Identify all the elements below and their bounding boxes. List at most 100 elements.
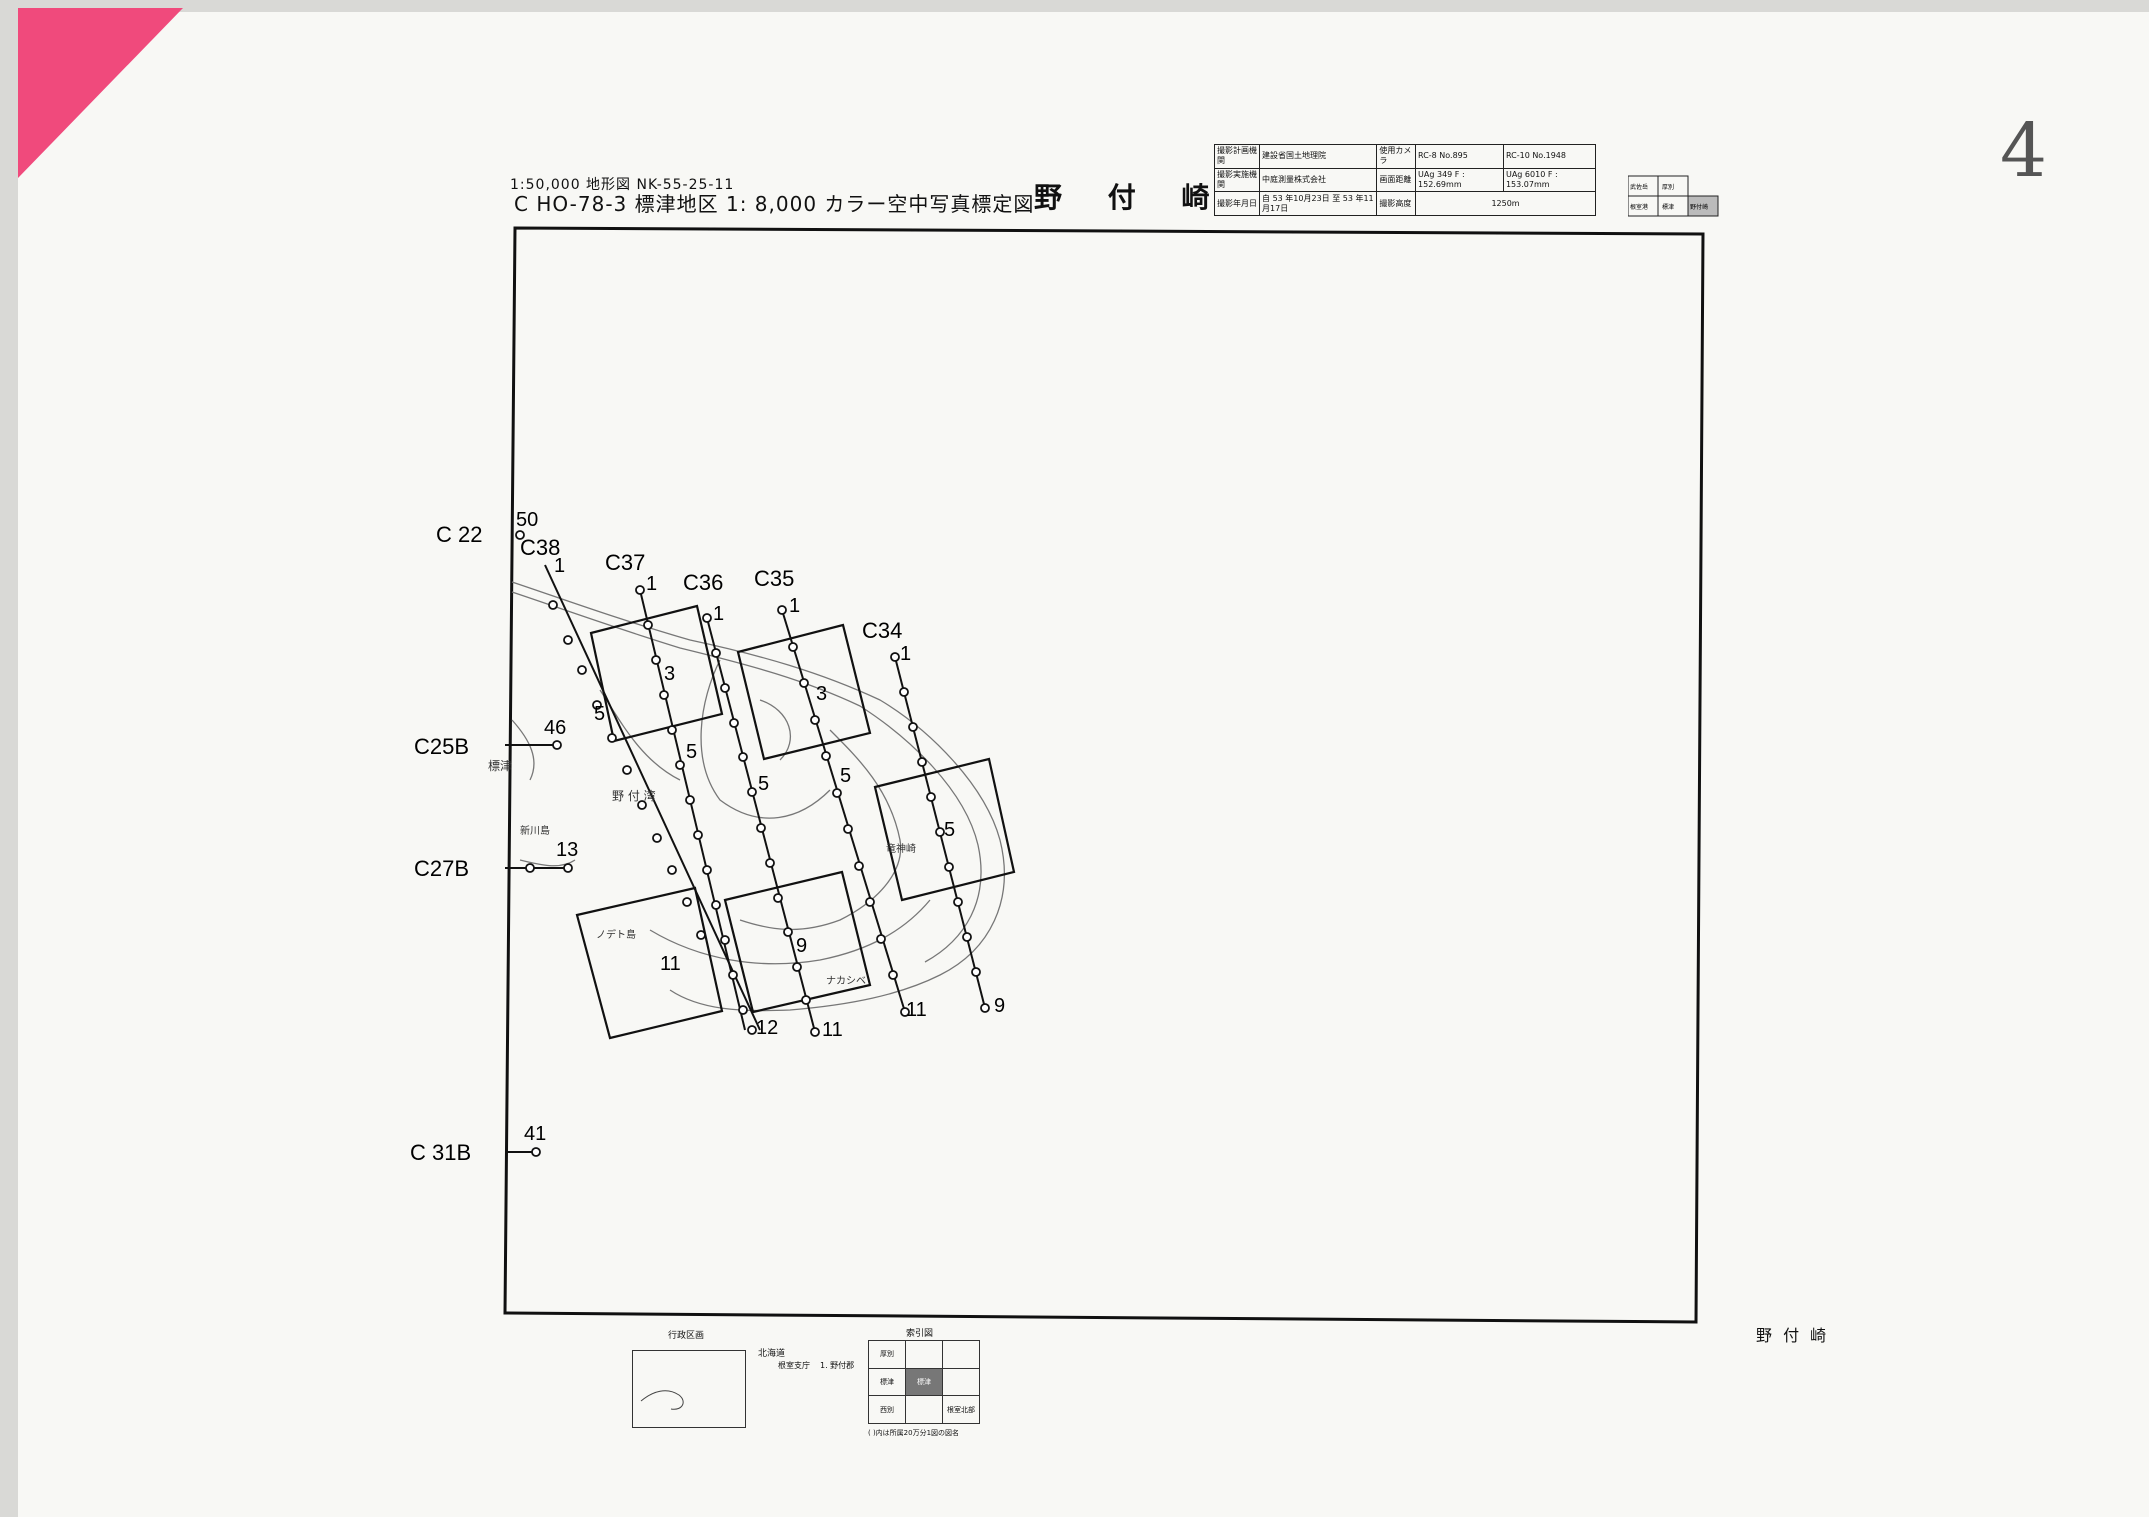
index-title: 索引図 [906, 1329, 934, 1339]
bottom-sheet-name: 野 付 崎 [1756, 1326, 1830, 1345]
course-label-c22: C 22 [436, 522, 482, 547]
top-index-label: 標津 [1662, 203, 1674, 211]
box-numbers: 3 3 5 9 [664, 663, 955, 957]
strip-start-numbers: 1 1 1 1 1 [554, 555, 911, 665]
cell-focal-1: UAg 349 F : 152.69mm [1415, 167, 1504, 193]
survey-title: C HO-78-3 標津地区 1: 8,000 カラー空中写真標定図 [514, 192, 1035, 216]
top-index-label: 武佐岳 [1630, 183, 1648, 191]
admin-map [632, 1350, 746, 1428]
cell-camera-2: RC-10 No.1948 [1502, 144, 1597, 169]
photo-box [873, 757, 1016, 902]
photo-number: 46 [544, 717, 566, 739]
strip-name-c38: C38 [520, 535, 560, 560]
mid-numbers: 5 5 5 5 [594, 703, 851, 795]
cell-date: 撮影年月日 [1213, 191, 1261, 216]
admin-title: 行政区画 [668, 1331, 705, 1341]
photo-number: 5 [840, 765, 851, 787]
place-name: 竜神崎 [886, 842, 916, 855]
photo-number: 11 [906, 999, 927, 1021]
exposure-points [515, 530, 990, 1157]
strip-line-c35 [781, 609, 906, 1013]
photo-number: 50 [516, 509, 538, 531]
index-cell: 根室北部 [942, 1395, 980, 1424]
photo-box [736, 623, 872, 761]
map-sheet [18, 12, 2149, 1517]
course-labels: C 22 C25B C27B C 31B [410, 522, 482, 1165]
top-index-diagram: 武佐岳 厚別 根室港 標津 野付崎 [1628, 175, 1719, 217]
map-title: 野 付 崎 [1034, 181, 1228, 214]
index-cell [905, 1340, 943, 1369]
top-index-label: 野付崎 [1690, 203, 1708, 211]
strip-names: C38 C37 C36 C35 C34 [520, 535, 902, 643]
photo-number: 1 [789, 595, 800, 617]
cell-date-value: 自 53 年10月23日 至 53 年11月17日 [1259, 191, 1378, 216]
index-grid: 厚別 標津標津 西別 根室北部 [868, 1340, 980, 1424]
photo-number: 11 [660, 953, 681, 975]
top-index-label: 厚別 [1662, 183, 1674, 191]
photo-number: 1 [554, 555, 565, 577]
course-label-c25b: C25B [414, 734, 469, 759]
strip-name-c34: C34 [862, 618, 902, 643]
photo-number: 12 [756, 1017, 778, 1039]
short-course-numbers: 50 46 13 41 [516, 509, 578, 1145]
handwritten-sheet-number: 4 [2000, 108, 2048, 194]
coastline [511, 581, 1005, 1012]
photo-box [723, 870, 872, 1014]
photo-footprints [575, 604, 1016, 1040]
place-names: 標津 野 付 湾 竜神崎 ノデト島 ナカシベ 新川島 [488, 759, 916, 987]
place-name: 新川島 [520, 824, 550, 837]
course-label-c31b: C 31B [410, 1140, 471, 1165]
photo-number: 3 [816, 683, 827, 705]
photo-number: 3 [664, 663, 675, 685]
photo-number: 9 [796, 935, 807, 957]
place-name: 野 付 湾 [612, 788, 656, 803]
admin-note: 北海道 [758, 1349, 786, 1359]
index-cell-current: 標津 [905, 1367, 943, 1397]
photo-number: 5 [594, 703, 605, 725]
cell-exec-org: 撮影実施機関 [1213, 167, 1261, 193]
survey-info-table: 撮影計画機関 建設省国土地理院 使用カメラ RC-8 No.895 RC-10 … [1213, 144, 1597, 216]
photo-number: 11 [822, 1019, 843, 1041]
index-footnote: ( )内は所属20万分1図の図名 [868, 1429, 960, 1437]
photo-box [575, 886, 724, 1040]
index-cell [905, 1395, 943, 1424]
photo-number: 13 [556, 839, 578, 861]
photo-number: 41 [524, 1123, 546, 1145]
photo-number: 1 [646, 573, 657, 595]
admin-note: 1. 野付郡 [820, 1361, 855, 1370]
place-name: ノデト島 [596, 928, 636, 941]
cell-altitude-value: 1250m [1415, 191, 1596, 216]
photo-box [589, 604, 724, 743]
cell-camera-1: RC-8 No.895 [1415, 144, 1504, 169]
index-cell: 西別 [868, 1395, 906, 1424]
photo-number: 5 [944, 819, 955, 841]
cell-plan-org: 撮影計画機関 [1213, 144, 1261, 169]
top-index-label: 根室港 [1630, 203, 1648, 211]
photo-number: 5 [686, 741, 697, 763]
strip-name-c37: C37 [605, 550, 645, 575]
photo-number: 9 [994, 995, 1005, 1017]
index-cell: 厚別 [868, 1340, 906, 1369]
cell-plan-org-value: 建設省国土地理院 [1259, 144, 1378, 169]
strip-name-c35: C35 [754, 566, 794, 591]
place-name: 標津 [488, 759, 512, 773]
cell-focal-2: UAg 6010 F : 153.07mm [1502, 167, 1597, 193]
photo-number: 5 [758, 773, 769, 795]
index-cell [942, 1340, 980, 1369]
photo-number: 1 [900, 643, 911, 665]
cell-camera: 使用カメラ [1376, 144, 1417, 169]
strip-line-c38 [544, 564, 761, 1031]
corner-tab [18, 8, 183, 178]
map-frame [503, 226, 1705, 1324]
admin-map-sketch [640, 1390, 684, 1410]
photo-number: 1 [713, 603, 724, 625]
index-cell [942, 1367, 980, 1397]
cell-altitude: 撮影高度 [1376, 191, 1417, 216]
index-cell: 標津 [868, 1367, 906, 1397]
scale-caption: 1:50,000 地形図 NK-55-25-11 [510, 177, 735, 193]
place-name: ナカシベ [826, 975, 866, 987]
strip-name-c36: C36 [683, 570, 723, 595]
end-numbers: 11 12 11 11 9 [660, 953, 1005, 1041]
admin-note: 根室支庁 [778, 1361, 810, 1370]
